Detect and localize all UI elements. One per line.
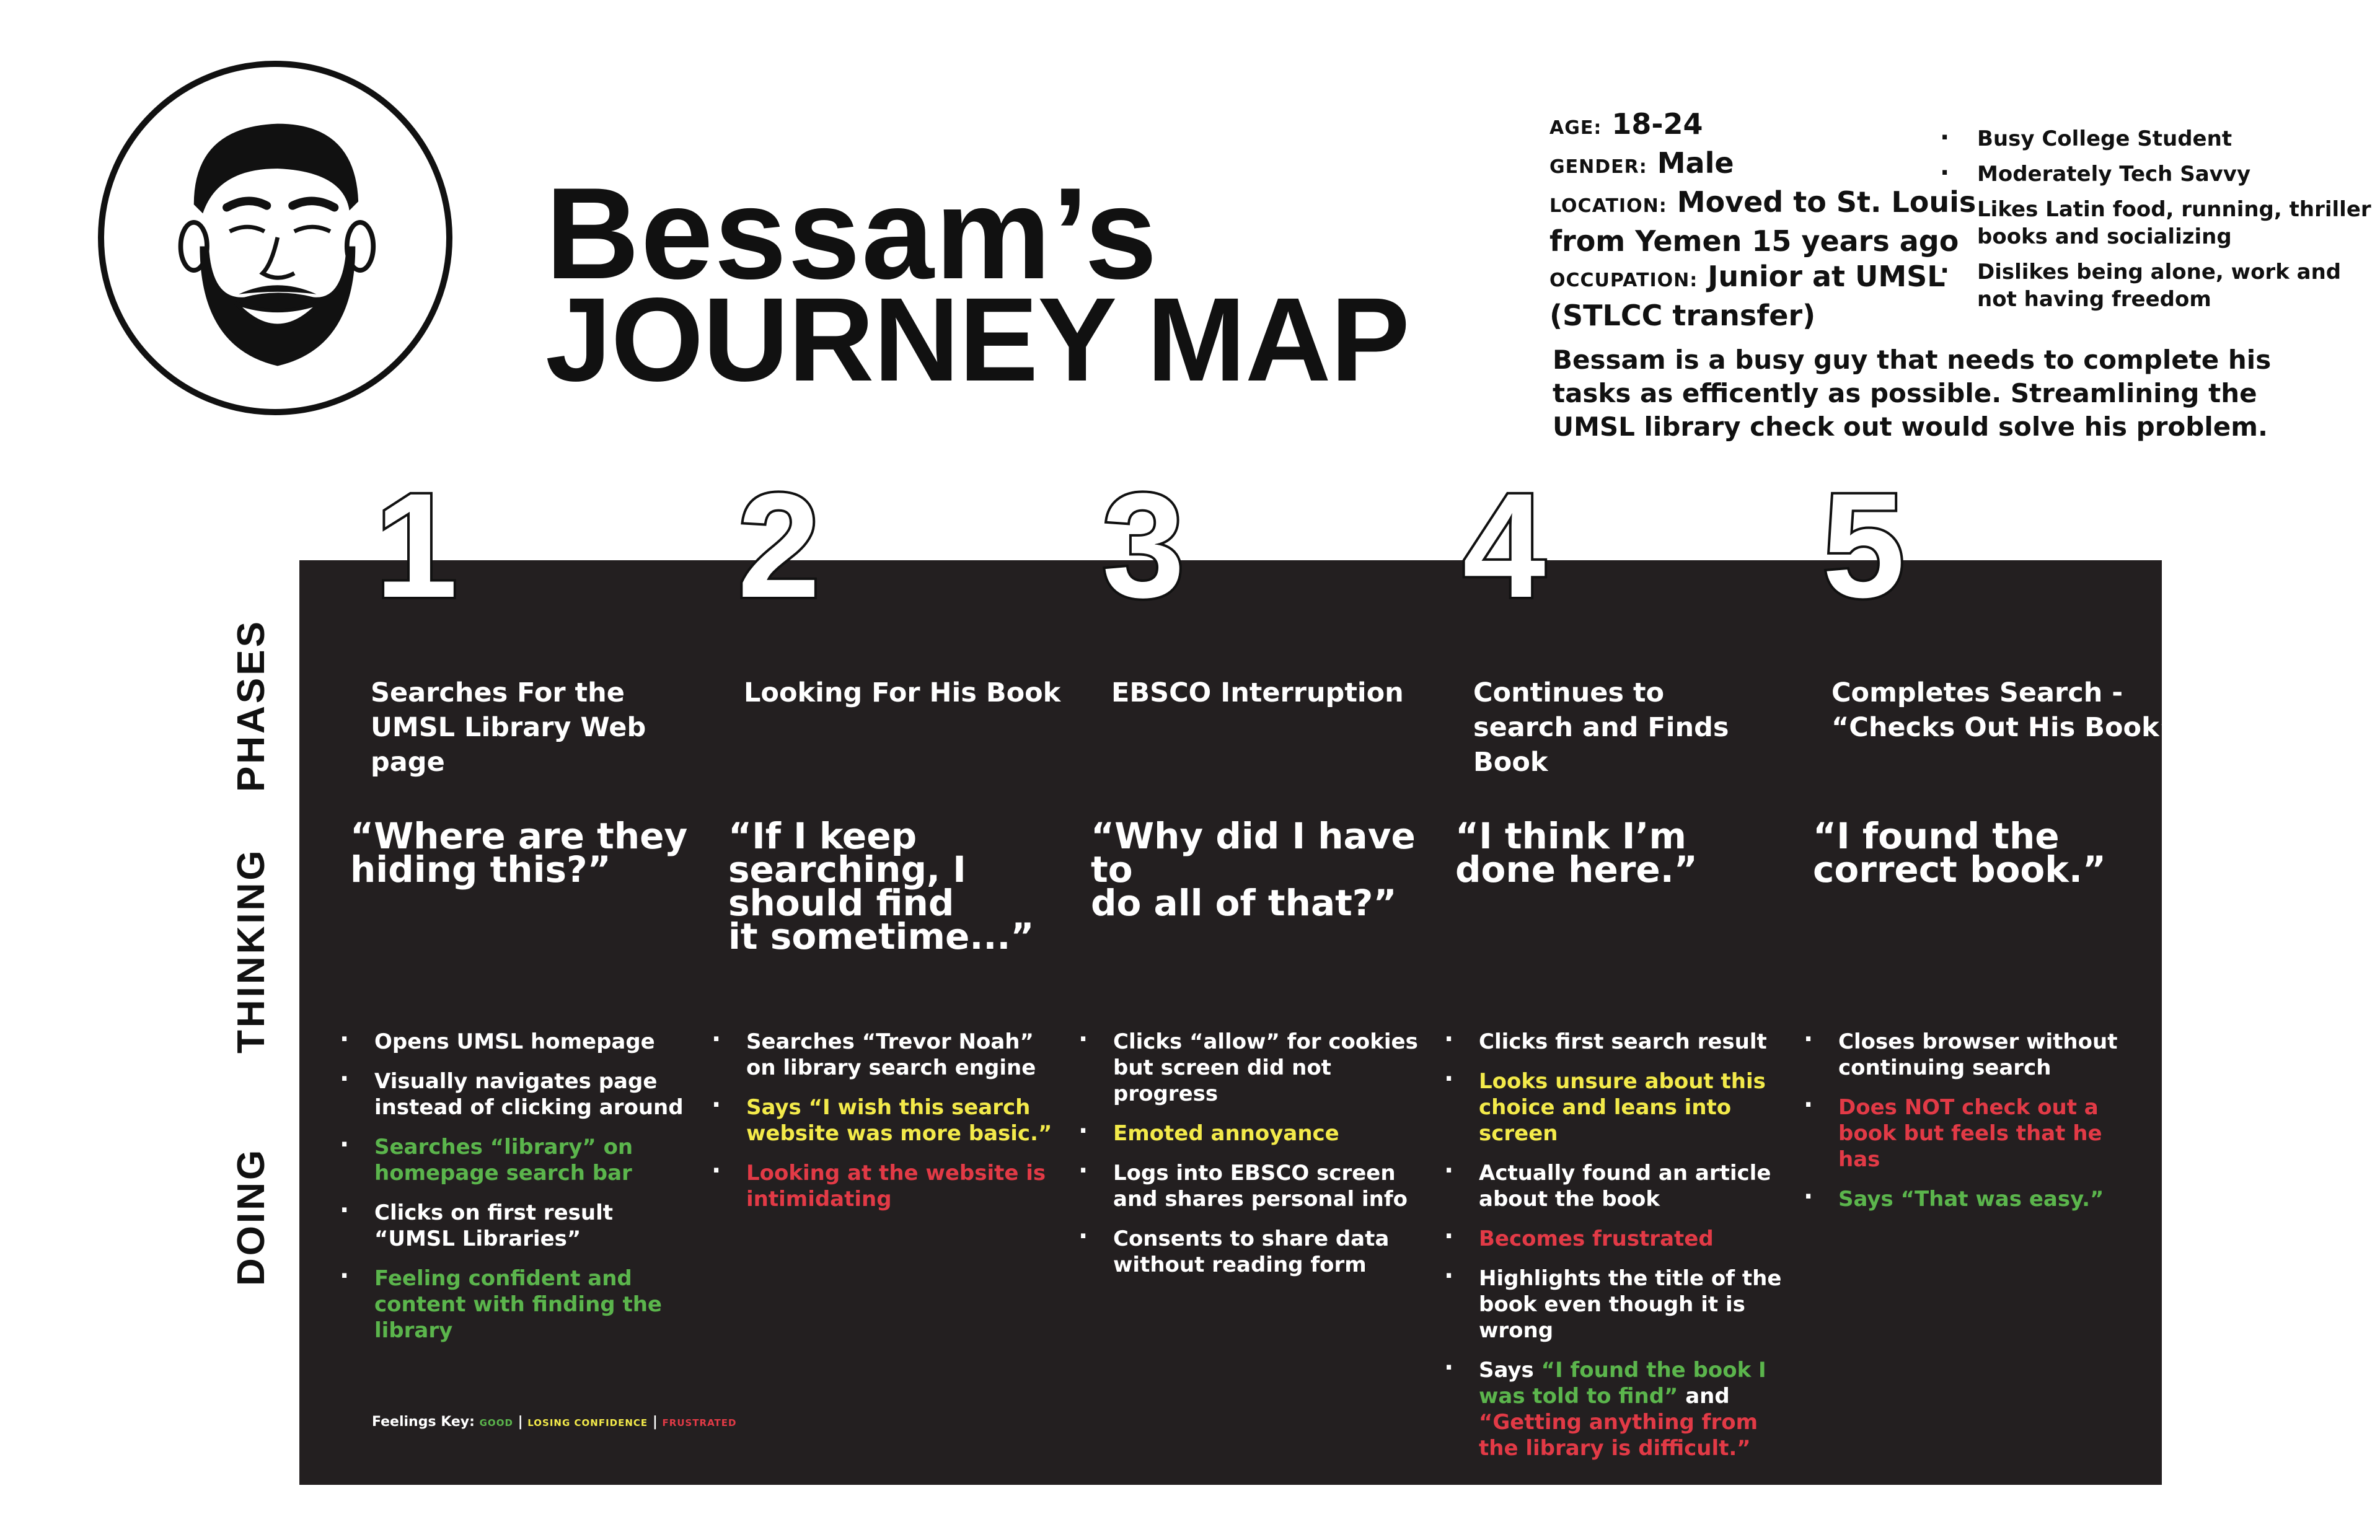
gender-label: GENDER	[1549, 156, 1639, 178]
page-title-line-1: Bessam’s	[545, 161, 1158, 306]
phases-label: PHASES	[230, 619, 273, 792]
list-item: Searches “library” on homepage search ba…	[340, 1132, 687, 1186]
trait-item: Moderately Tech Savvy	[1940, 159, 2374, 188]
phase-2-title: Looking For His Book	[744, 675, 1091, 710]
says-good: “I found the book I was told to find”	[1479, 1358, 1766, 1409]
phase-number-4: 4	[1460, 462, 1548, 628]
occupation-value-2: (STLCC transfer)	[1549, 299, 1816, 332]
phase-4-doing-list: Clicks first search result Looks unsure …	[1444, 1026, 1804, 1475]
phase-5-title: Completes Search - “Checks Out His Book”	[1831, 675, 2179, 745]
feelings-key: Feelings Key: GOOD | LOSING CONFIDENCE |…	[372, 1414, 736, 1430]
occupation-row: OCCUPATION: Junior at UMSL	[1549, 260, 1946, 293]
list-item: Highlights the title of the book even th…	[1444, 1263, 1804, 1344]
persona-details: AGE: 18-24 GENDER: Male LOCATION: Moved …	[1549, 107, 1977, 333]
phase-2-quote: “If I keep searching, I should find it s…	[728, 815, 1034, 957]
list-item: Does NOT check out a book but feels that…	[1804, 1092, 2151, 1173]
phase-2-doing-list: Searches “Trevor Noah” on library search…	[712, 1026, 1059, 1226]
thinking-label: THINKING	[230, 848, 273, 1054]
phase-1-doing-list: Opens UMSL homepage Visually navigates p…	[340, 1026, 687, 1357]
key-frustrated: FRUSTRATED	[662, 1417, 737, 1428]
avatar	[98, 61, 452, 415]
phase-5-quote: “I found the correct book.”	[1813, 815, 2107, 891]
phase-title: Completes Search - “Checks Out His Book”	[1831, 677, 2177, 743]
trait-item: Dislikes being alone, work and not havin…	[1940, 257, 2374, 313]
key-good: GOOD	[479, 1417, 513, 1428]
key-label: Feelings Key:	[372, 1414, 475, 1430]
gender-row: GENDER: Male	[1549, 146, 1734, 180]
list-item: Looking at the website is intimidating	[712, 1158, 1059, 1212]
phase-3-quote: “Why did I have to do all of that?”	[1091, 815, 1416, 924]
phase-5-doing-list: Closes browser without continuing search…	[1804, 1026, 2151, 1226]
key-losing: LOSING CONFIDENCE	[527, 1417, 648, 1428]
phase-title: EBSCO Interruption	[1111, 677, 1404, 708]
phase-title: Continues to search and Finds Book	[1473, 677, 1729, 778]
phase-3-title: EBSCO Interruption	[1111, 675, 1458, 710]
age-row: AGE: 18-24	[1549, 107, 1703, 141]
phase-4-title: Continues to search and Finds Book	[1473, 675, 1771, 780]
gender-value: Male	[1657, 146, 1734, 180]
list-item: Feeling confident and content with findi…	[340, 1263, 687, 1344]
phase-1-quote: “Where are they hiding this?”	[350, 815, 688, 891]
list-item: Says “I wish this search website was mor…	[712, 1092, 1059, 1146]
says-mid: and	[1678, 1384, 1730, 1409]
list-item: Clicks “allow” for cookies but screen di…	[1078, 1026, 1438, 1107]
list-item: Consents to share data without reading f…	[1078, 1223, 1438, 1278]
list-item: Looks unsure about this choice and leans…	[1444, 1066, 1804, 1146]
phase-number-2: 2	[735, 462, 823, 628]
list-item: Emoted annoyance	[1078, 1118, 1438, 1146]
bearded-face-icon	[178, 123, 376, 366]
phase-3-doing-list: Clicks “allow” for cookies but screen di…	[1078, 1026, 1438, 1291]
trait-item: Likes Latin food, running, thriller book…	[1940, 195, 2374, 250]
phase-number-1: 1	[372, 462, 461, 628]
occupation-label: OCCUPATION	[1549, 270, 1690, 291]
list-item: Actually found an article about the book	[1444, 1158, 1804, 1212]
phase-title: Looking For His Book	[744, 677, 1061, 708]
says-prefix: Says	[1479, 1358, 1541, 1383]
phase-number-5: 5	[1820, 462, 1908, 628]
location-value-1: Moved to St. Louis	[1677, 185, 1977, 219]
list-item: Searches “Trevor Noah” on library search…	[712, 1026, 1059, 1081]
key-separator: |	[648, 1414, 663, 1430]
phase-number-3: 3	[1100, 462, 1188, 628]
list-item: Closes browser without continuing search	[1804, 1026, 2151, 1081]
page-title-line-2: JOURNEY MAP	[545, 273, 1410, 406]
occupation-value-1: Junior at UMSL	[1708, 260, 1946, 293]
persona-traits: Busy College Student Moderately Tech Sav…	[1940, 124, 2374, 321]
persona-summary: Bessam is a busy guy that needs to compl…	[1553, 345, 2272, 442]
doing-label: DOING	[230, 1147, 273, 1286]
says-frustrated: “Getting anything from the library is di…	[1479, 1410, 1758, 1461]
list-item: Clicks on first result “UMSL Libraries”	[340, 1197, 687, 1252]
list-item: Visually navigates page instead of click…	[340, 1066, 687, 1120]
list-item: Clicks first search result	[1444, 1026, 1804, 1055]
list-item: Becomes frustrated	[1444, 1223, 1804, 1252]
phase-title: Searches For the UMSL Library Web page	[371, 677, 646, 778]
list-item: Logs into EBSCO screen and shares person…	[1078, 1158, 1438, 1212]
list-item: Says “That was easy.”	[1804, 1184, 2151, 1212]
age-label: AGE	[1549, 117, 1594, 139]
key-separator: |	[513, 1414, 528, 1430]
age-value: 18-24	[1611, 107, 1703, 141]
trait-item: Busy College Student	[1940, 124, 2374, 152]
phase-4-quote: “I think I’m done here.”	[1455, 815, 1698, 891]
location-row: LOCATION: Moved to St. Louis	[1549, 185, 1977, 219]
phase-1-title: Searches For the UMSL Library Web page	[371, 675, 718, 780]
list-item: Opens UMSL homepage	[340, 1026, 687, 1055]
location-value-2: from Yemen 15 years ago	[1549, 224, 1959, 258]
location-label: LOCATION	[1549, 195, 1659, 217]
list-item-says: Says “I found the book I was told to fin…	[1444, 1355, 1804, 1461]
